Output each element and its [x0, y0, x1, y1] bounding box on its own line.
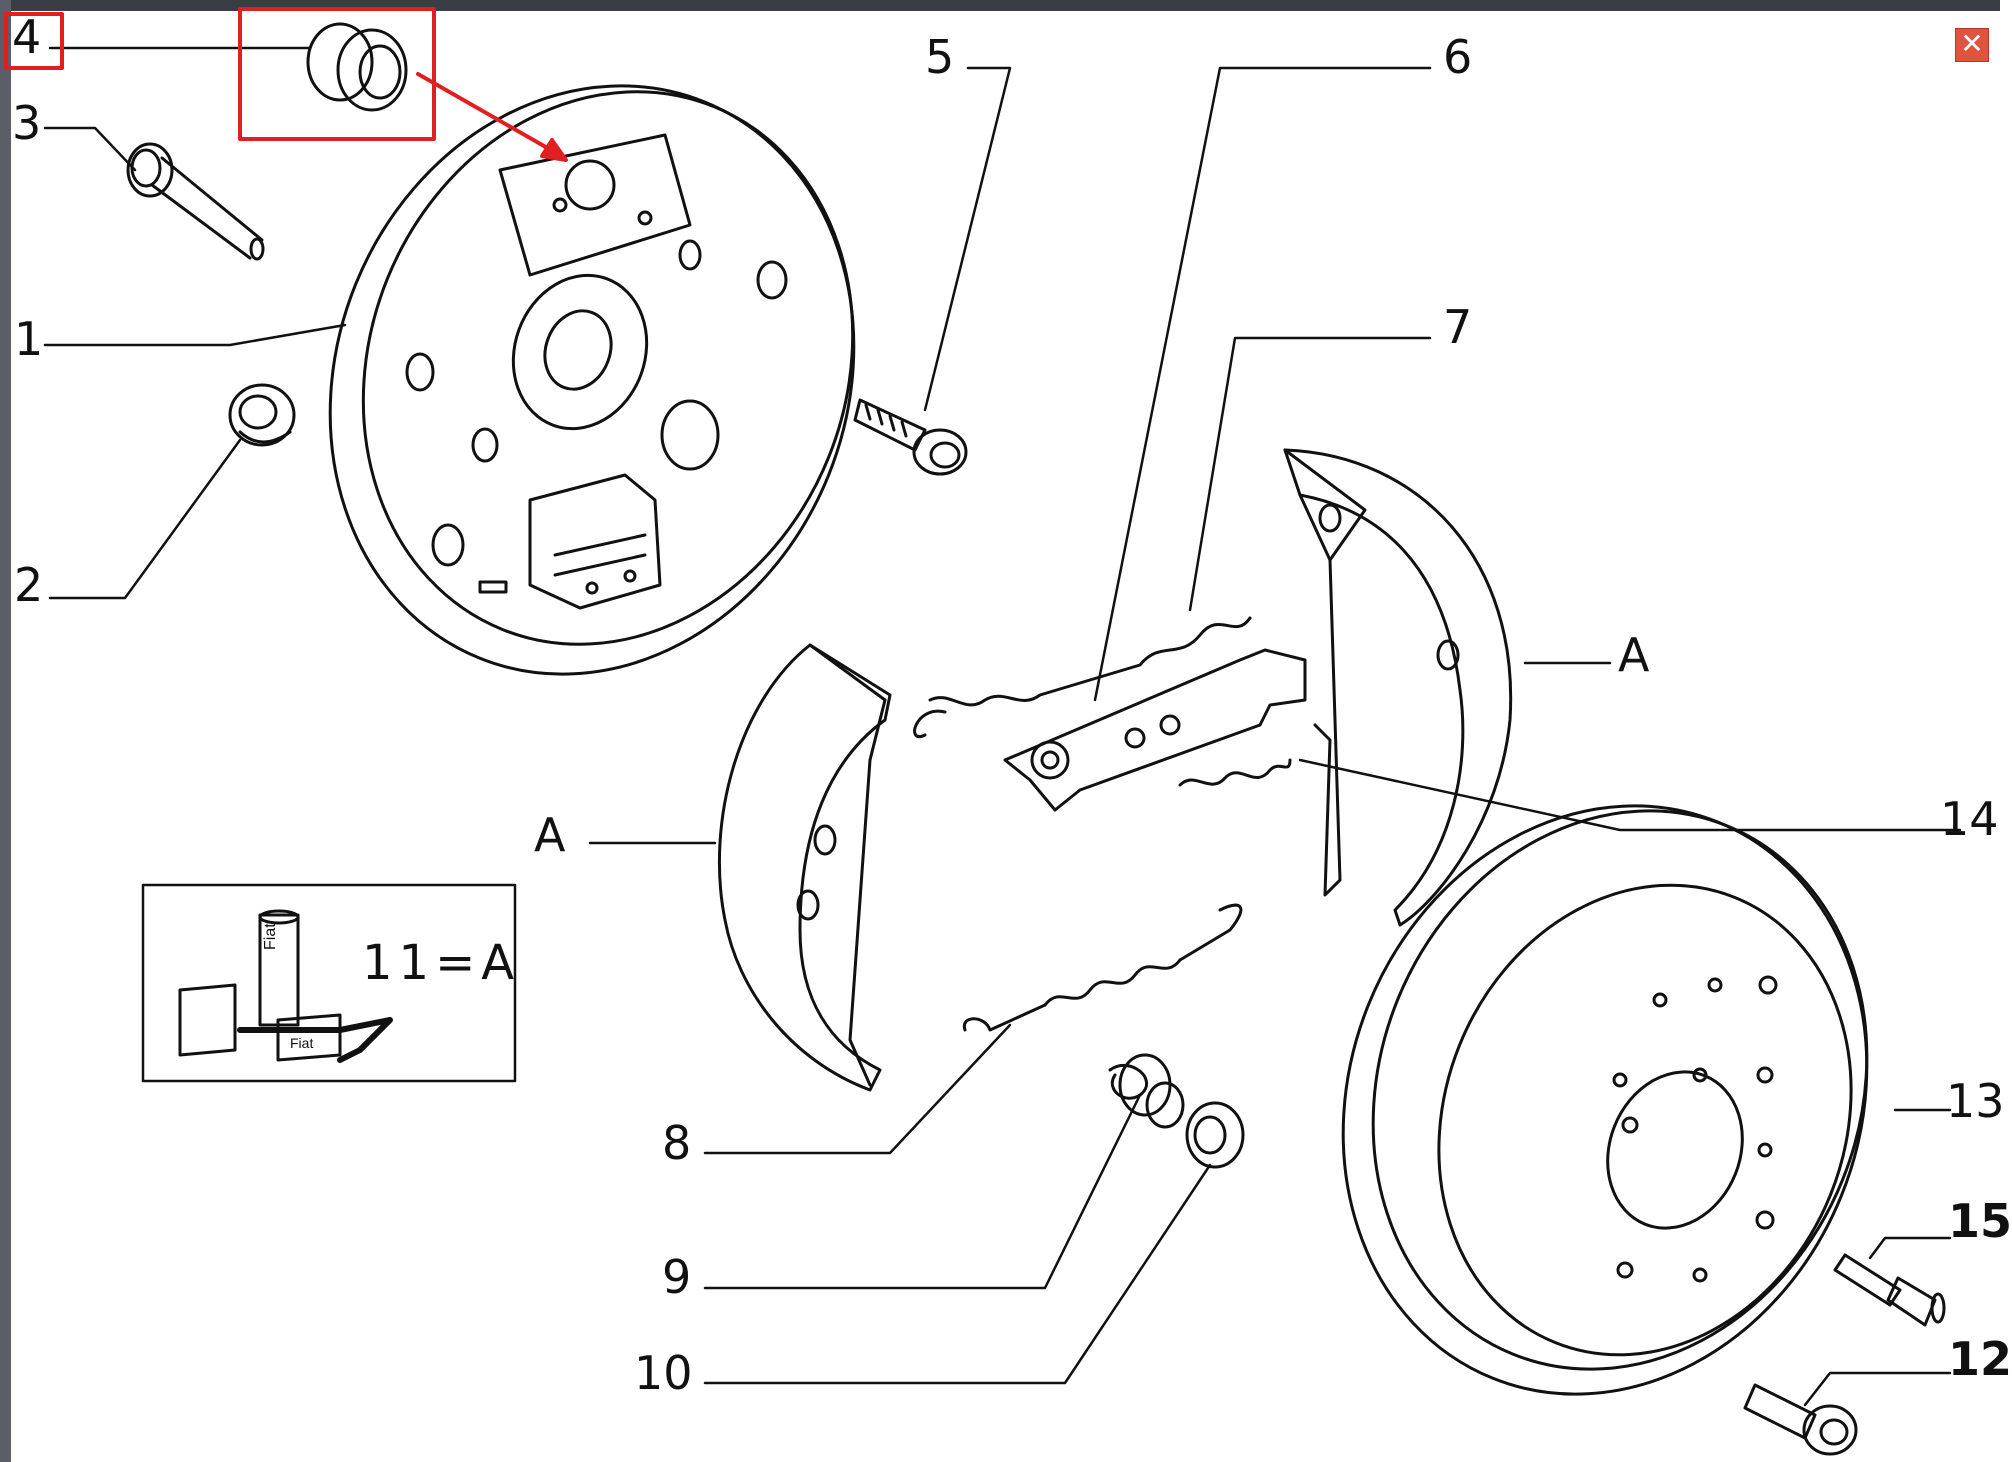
- part-5-bolt: [853, 398, 968, 476]
- callout-3: 3: [12, 96, 42, 150]
- part-15-stud: [1833, 1253, 1946, 1327]
- close-button[interactable]: ✕: [1955, 28, 1989, 62]
- callout-15: 15: [1948, 1194, 2012, 1248]
- legend-equation: 11=A: [362, 935, 521, 991]
- part-a-right-shoe: [1283, 448, 1513, 927]
- callout-8: 8: [662, 1116, 692, 1170]
- part-14-spring: [1178, 758, 1292, 787]
- highlight-annotations: [4, 7, 568, 162]
- part-1-backing-plate: [328, 84, 856, 676]
- callout-2: 2: [14, 558, 44, 612]
- part-3-pin: [126, 142, 265, 261]
- legend-box-label: Fiat: [290, 1035, 314, 1051]
- part-a-left-shoe: [717, 643, 892, 1092]
- callout-4: 4: [12, 10, 42, 64]
- part-2-grommet: [228, 383, 296, 447]
- part-4-plug: [306, 22, 408, 112]
- callout-a-right: A: [1618, 628, 1650, 682]
- part-7-spring: [913, 616, 1252, 739]
- legend-box: [141, 883, 517, 1083]
- callout-13: 13: [1946, 1074, 2005, 1128]
- part-10-cap: [1185, 1101, 1245, 1169]
- callout-14: 14: [1940, 792, 1999, 846]
- part-12-bolt: [1743, 1383, 1858, 1456]
- callout-5: 5: [925, 30, 955, 84]
- leader-lines: [43, 46, 1962, 1407]
- callout-a-left: A: [534, 808, 566, 862]
- callout-7: 7: [1443, 300, 1473, 354]
- image-viewer: [11, 11, 2000, 1462]
- part-6-adjuster: [1003, 648, 1307, 812]
- callout-10: 10: [634, 1346, 693, 1400]
- part-9-spring: [1108, 1053, 1185, 1129]
- window-top-bar: [0, 0, 2000, 11]
- callout-9: 9: [662, 1250, 692, 1304]
- callout-6: 6: [1443, 30, 1473, 84]
- callout-1: 1: [14, 312, 44, 366]
- part-8-spring: [962, 903, 1243, 1032]
- legend-can-label: Fiat: [262, 923, 279, 950]
- part-13-brake-drum: [1341, 804, 1869, 1396]
- callout-12: 12: [1948, 1332, 2012, 1386]
- window-left-edge: [0, 0, 11, 1462]
